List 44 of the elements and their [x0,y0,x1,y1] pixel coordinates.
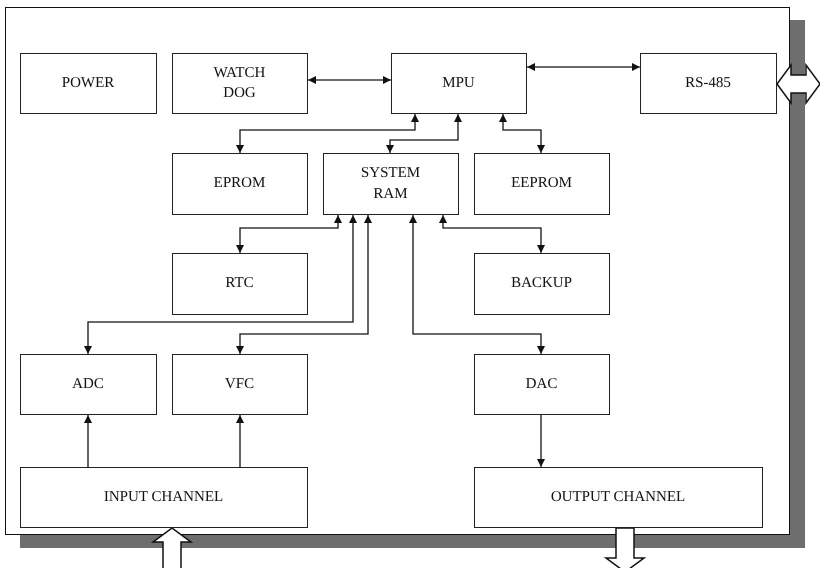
bidirectional-arrow [308,76,391,84]
module-label: VFC [224,374,254,394]
bidirectional-arrow [236,215,372,354]
bidirectional-arrow [499,114,545,153]
module-label: SYSTEM RAM [360,164,422,204]
block-arrow [150,527,194,568]
module-label: MPU [442,74,475,93]
module-box [390,52,526,114]
module-box [20,466,308,528]
module-label: WATCH DOG [212,64,266,103]
module-label: DAC [526,374,558,394]
module-label: EEPROM [511,174,572,194]
bidirectional-arrow [527,63,640,71]
module-box [322,152,458,214]
bidirectional-arrow [236,215,342,253]
module-label: INPUT CHANNEL [104,488,224,507]
module-box [20,354,156,414]
module-box [172,152,308,214]
module-box [172,354,308,414]
module-box [474,466,762,528]
block-arrow [604,527,646,568]
module-label: RS-485 [685,74,731,93]
bidirectional-arrow [236,114,419,153]
bidirectional-arrow [386,114,462,153]
module-label: EPROM [214,174,266,194]
module-label: POWER [62,74,114,93]
block-arrow [776,62,820,106]
module-box [172,252,308,314]
arrow [537,415,545,467]
module-label: ADC [72,374,104,394]
module-label: RTC [225,274,254,294]
module-label: OUTPUT CHANNEL [550,488,686,507]
module-label: BACKUP [511,274,572,294]
module-box [172,52,308,114]
module-box [474,354,610,414]
module-box [640,52,776,114]
arrow [84,415,92,467]
bidirectional-arrow [84,215,357,354]
module-box [474,152,610,214]
arrow [236,415,244,467]
bidirectional-arrow [409,215,545,354]
module-box [20,52,156,114]
module-box [474,252,610,314]
bidirectional-arrow [439,215,545,253]
